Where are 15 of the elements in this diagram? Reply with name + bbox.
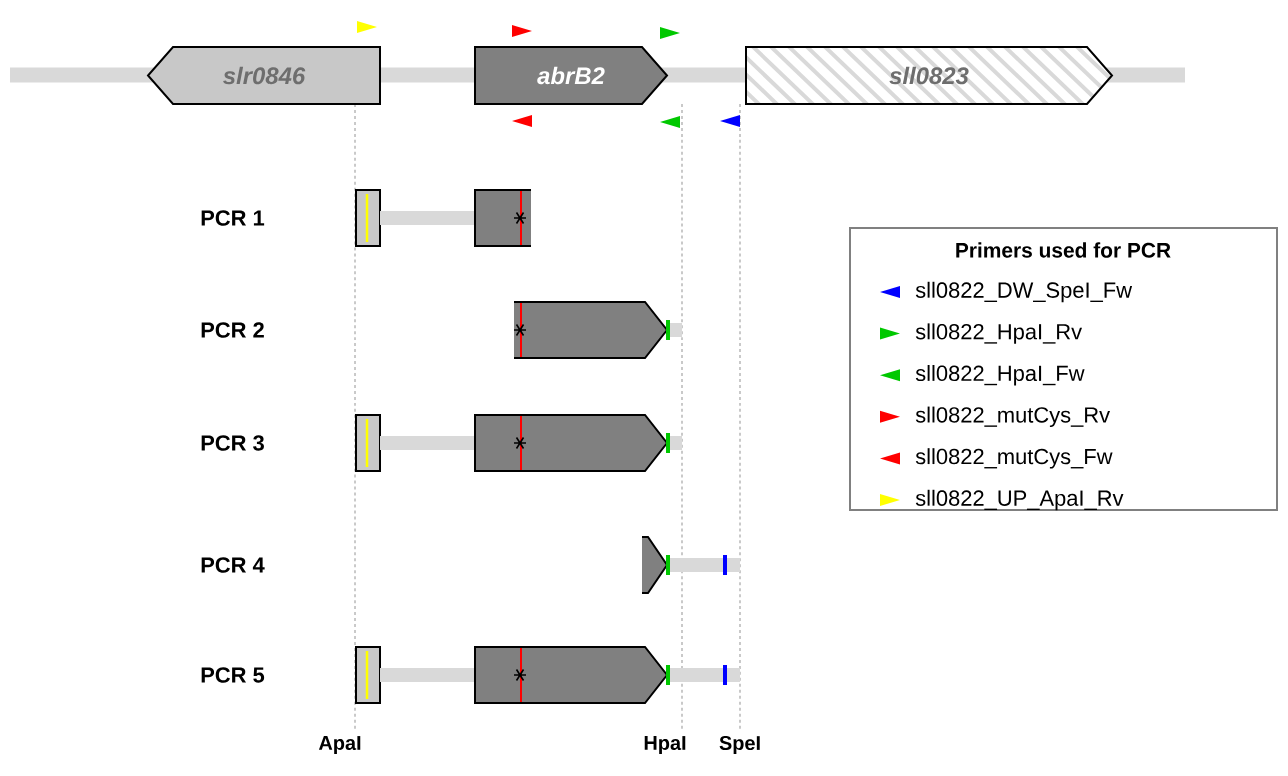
legend-text: sll0822_HpaI_Fw	[915, 364, 1085, 386]
legend-text: sll0822_HpaI_Rv	[915, 323, 1082, 344]
site-label: SpeI	[719, 736, 760, 754]
node-label: sll0823	[889, 66, 969, 85]
legend-text: sll0822_mutCys_Rv	[915, 406, 1110, 427]
legend-text: sll0822_UP_ApaI_Rv	[915, 489, 1124, 511]
legend-text: sll0822_mutCys_Fw	[915, 448, 1113, 469]
site-label: HpaI	[644, 736, 686, 754]
row-label: PCR 1	[201, 210, 265, 226]
site-label: ApaI	[318, 736, 361, 754]
legend-text: sll0822_DW_SpeI_Fw	[915, 281, 1133, 303]
row-label: PCR 5	[201, 667, 265, 683]
row-label: PCR 4	[201, 557, 265, 573]
row-label: PCR 2	[201, 322, 264, 338]
row-label: PCR 3	[201, 435, 264, 451]
